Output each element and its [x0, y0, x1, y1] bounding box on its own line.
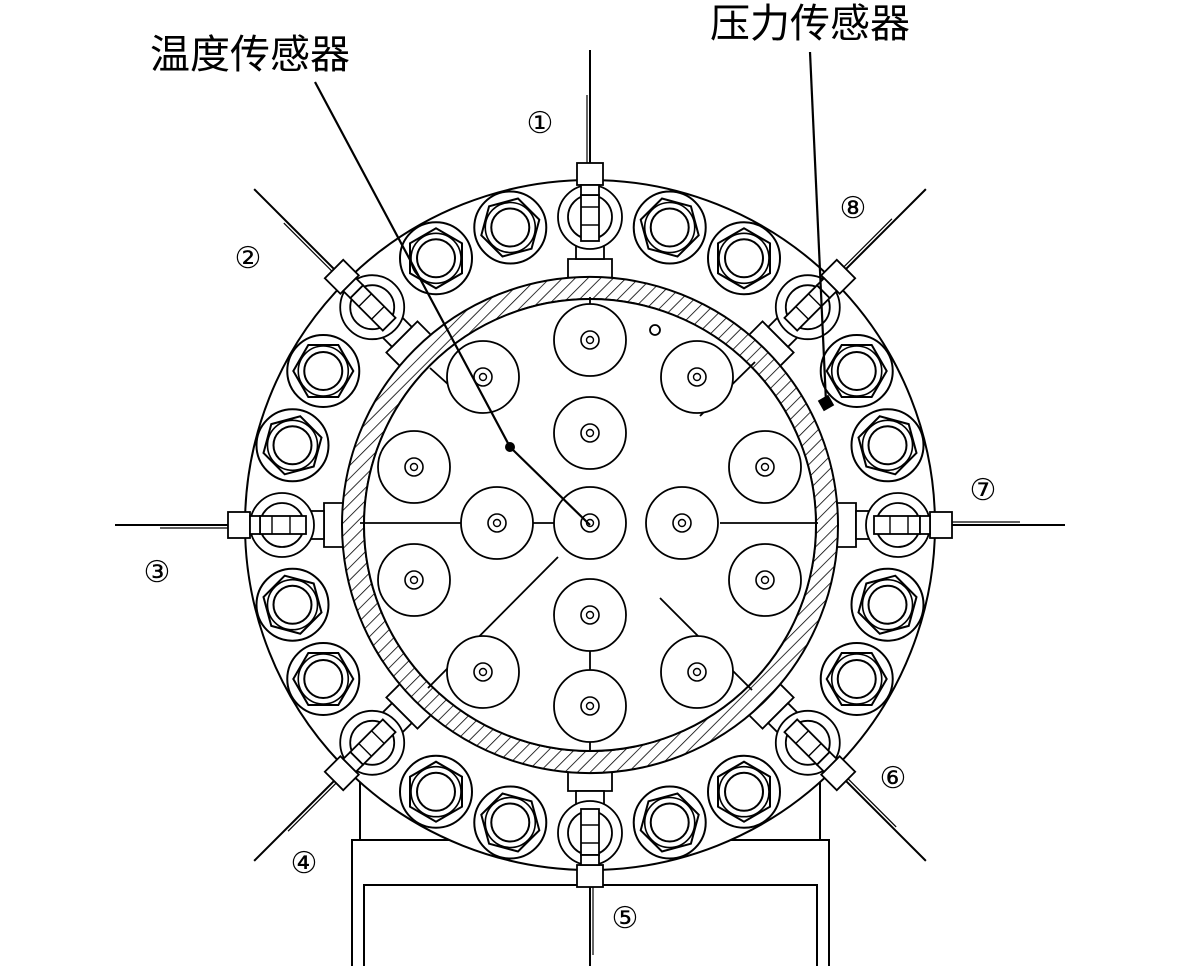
- sample-cell: [728, 543, 802, 617]
- pressure-sensor-marker: [817, 394, 835, 412]
- sample-cell: [553, 486, 627, 560]
- sample-cell: [553, 669, 627, 743]
- sample-cell: [553, 578, 627, 652]
- sensor-port: [557, 50, 623, 277]
- bolt: [850, 408, 925, 483]
- sample-cell: [553, 396, 627, 470]
- bolt: [399, 754, 473, 829]
- port-number-1: ①: [527, 106, 554, 141]
- sensor-port: [253, 188, 431, 366]
- bolt: [255, 408, 330, 483]
- bolt: [819, 334, 894, 408]
- sensor-port: [749, 188, 927, 366]
- sample-cells: [377, 303, 802, 743]
- port-number-4: ④: [291, 846, 318, 881]
- port-number-6: ⑥: [880, 761, 907, 796]
- port-numbers: ① ② ③ ④ ⑤ ⑥ ⑦ ⑧: [144, 106, 997, 936]
- bolt: [632, 190, 707, 265]
- bolt: [707, 754, 781, 829]
- sample-cell: [553, 303, 627, 377]
- sensor-port: [557, 773, 623, 966]
- sample-cell: [660, 635, 734, 709]
- port-number-2: ②: [235, 241, 262, 276]
- sample-cell: [728, 430, 802, 504]
- bolt: [632, 785, 707, 860]
- sensor-port: [115, 492, 342, 558]
- bolt: [473, 190, 548, 265]
- sensor-port: [749, 684, 927, 862]
- bolt: [286, 334, 361, 408]
- bolt: [255, 567, 330, 642]
- sample-cell: [660, 340, 734, 414]
- sample-cell: [446, 340, 520, 414]
- leader-lines: [314, 51, 828, 526]
- sensor-ports: [115, 50, 1065, 966]
- pressure-sensor-label: 压力传感器: [710, 1, 910, 47]
- sensor-port: [838, 492, 1065, 558]
- sample-cell: [377, 543, 451, 617]
- bolt: [707, 221, 781, 296]
- sensor-port: [253, 684, 431, 862]
- flange-bolts: [255, 190, 925, 860]
- bolt: [473, 785, 548, 860]
- port-number-3: ③: [144, 555, 171, 590]
- sample-cell: [377, 430, 451, 504]
- sample-cell: [446, 635, 520, 709]
- port-number-7: ⑦: [970, 473, 997, 508]
- bolt: [819, 642, 894, 716]
- temperature-sensor-marker: [505, 442, 515, 452]
- small-hole: [649, 324, 661, 336]
- bolt: [286, 642, 361, 716]
- port-number-5: ⑤: [612, 901, 639, 936]
- temperature-sensor-label: 温度传感器: [150, 32, 350, 78]
- sample-cell: [645, 486, 719, 560]
- bolt: [399, 221, 473, 296]
- port-number-8: ⑧: [840, 191, 867, 226]
- sample-cell: [460, 486, 534, 560]
- bolt: [850, 567, 925, 642]
